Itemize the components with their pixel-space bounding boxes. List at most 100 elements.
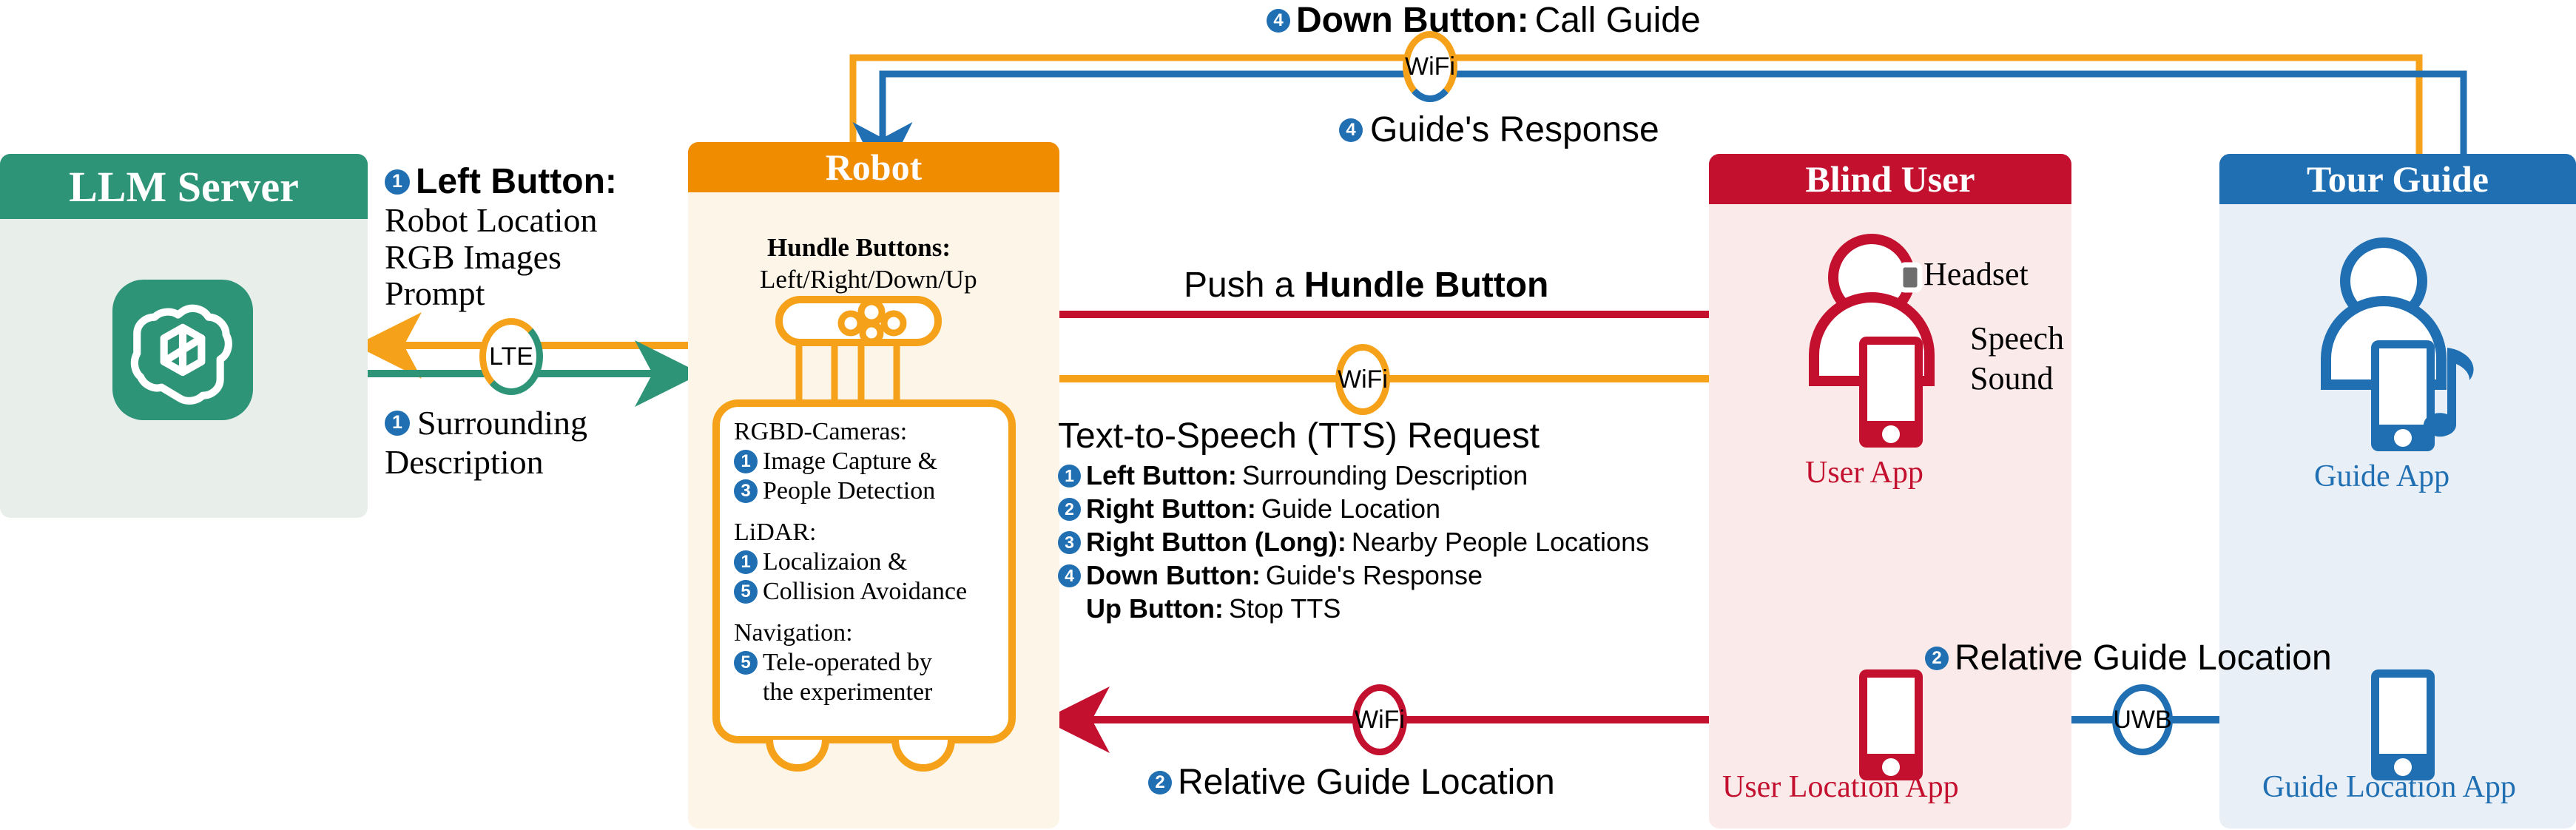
tts-item-3-rest: Guide's Response [1265,560,1483,590]
badge: 2 [1925,646,1949,670]
call-guide-label: 4 Down Button: Call Guide [1267,0,1701,41]
badge: 5 [734,651,758,675]
speech-sound-label-line2: Sound [1970,360,2054,397]
openai-logo [112,280,253,420]
surrounding-description-line-0: Surrounding [417,404,587,442]
robot-module-navigation-item-1: the experimenter [763,678,933,706]
tts-item-4-bold: Up Button: [1086,593,1224,624]
tts-item-3-bold: Down Button: [1086,560,1261,590]
tts-item-1-rest: Guide Location [1261,493,1441,524]
badge: 1 [734,550,758,574]
robot-module-navigation: Navigation: 5 Tele-operated by the exper… [734,619,1009,706]
badge: 4 [1339,118,1363,142]
wifi-tts-label: WiFi [1338,365,1388,394]
panel-robot-header: Robot [688,142,1059,192]
badge: 4 [1058,564,1081,587]
badge: 4 [1267,8,1290,33]
lte-link-chip: LTE [479,318,543,395]
speech-sound-label-line1: Speech [1970,320,2065,357]
badge: 5 [734,580,758,604]
wifi-tts-chip: WiFi [1335,344,1390,415]
surrounding-description-block: 1 Surrounding Description [385,403,587,482]
user-app-phone-icon [1859,337,1923,448]
panel-tour-guide-title: Tour Guide [2307,158,2489,200]
call-guide-bold: Down Button: [1296,1,1529,40]
panel-llm-server-body [0,219,368,518]
guide-location-app-label: Guide Location App [2262,770,2516,804]
badge: 2 [1058,497,1081,521]
wifi-top-chip: WiFi [1403,31,1457,102]
push-hundle-button-label: Push a Hundle Button [1184,265,1548,306]
guide-response-label: 4 Guide's Response [1339,109,1659,150]
robot-module-navigation-item-0: Tele-operated by [763,649,932,676]
robot-module-rgbd-item-1: People Detection [763,477,936,505]
robot-module-rgbd: RGBD-Cameras: 1 Image Capture & 3 People… [734,418,1009,505]
left-button-title: Left Button: [416,162,617,201]
tts-item-2-rest: Nearby People Locations [1351,527,1650,557]
surrounding-description-line-1: Description [385,443,544,481]
panel-blind-user-header: Blind User [1709,154,2071,204]
user-location-app-phone-icon [1859,669,1923,780]
robot-module-lidar-item-0: Localizaion & [763,548,908,576]
uwb-chip: UWB [2112,684,2173,755]
left-button-line-0: Robot Location [385,201,598,239]
relative-guide-location-uwb-label: 2 Relative Guide Location [1925,638,2332,678]
panel-robot-title: Robot [825,146,923,188]
badge: 3 [734,479,758,503]
robot-module-rgbd-heading: RGBD-Cameras: [734,418,908,445]
robot-module-rgbd-item-0: Image Capture & [763,448,938,475]
panel-llm-server: LLM Server [0,154,368,518]
headset-icon [1898,262,1923,293]
tts-item-4-rest: Stop TTS [1228,593,1341,624]
left-button-line-1: RGB Images [385,237,562,276]
badge: 1 [385,410,410,436]
tts-item-0-rest: Surrounding Description [1241,460,1528,490]
robot-module-lidar-item-1: Collision Avoidance [763,578,968,605]
wifi-bottom-label: WiFi [1355,705,1405,734]
tts-item-2-bold: Right Button (Long): [1086,527,1346,557]
badge: 2 [1148,770,1172,794]
badge: 1 [385,169,410,195]
push-prefix: Push a [1184,266,1304,305]
headset-label: Headset [1923,256,2029,292]
panel-llm-server-header: LLM Server [0,154,368,219]
badge: 1 [734,450,758,473]
relative-guide-location-wifi-label: 2 Relative Guide Location [1148,762,1555,803]
guide-app-phone-icon [2371,340,2435,451]
tts-item-1-bold: Right Button: [1086,493,1256,524]
wifi-top-label: WiFi [1405,52,1455,81]
call-guide-rest: Call Guide [1534,1,1701,40]
user-location-app-label: User Location App [1722,770,1959,804]
tts-item-0-bold: Left Button: [1086,460,1237,490]
lte-link-label: LTE [489,342,533,371]
uwb-label: UWB [2113,705,2172,734]
badge: 3 [1058,530,1081,554]
hundle-buttons-subtitle: Left/Right/Down/Up [760,265,977,294]
tts-request-block: Text-to-Speech (TTS) Request 1 Left Butt… [1058,416,1649,624]
relative-guide-location-wifi-text: Relative Guide Location [1178,763,1555,802]
push-bold: Hundle Button [1304,266,1549,305]
guide-response-text: Guide's Response [1370,110,1659,149]
user-app-label: User App [1805,456,1923,490]
panel-llm-server-title: LLM Server [69,162,299,211]
guide-app-label: Guide App [2314,459,2450,493]
panel-blind-user-title: Blind User [1805,158,1975,200]
robot-module-navigation-heading: Navigation: [734,619,853,647]
tts-request-title: Text-to-Speech (TTS) Request [1058,416,1540,456]
left-button-request-block: 1 Left Button: Robot Location RGB Images… [385,161,617,312]
tour-guide-person-icon [2321,237,2447,390]
badge: 1 [1058,464,1081,487]
music-note-icon [2424,348,2474,437]
robot-module-lidar: LiDAR: 1 Localizaion & 5 Collision Avoid… [734,519,1009,606]
wifi-bottom-chip: WiFi [1352,684,1407,755]
hundle-buttons-title: Hundle Buttons: [767,233,951,262]
relative-guide-location-uwb-text: Relative Guide Location [1955,638,2332,678]
panel-tour-guide-header: Tour Guide [2219,154,2576,204]
robot-module-lidar-heading: LiDAR: [734,519,817,546]
blind-user-person-icon [1809,234,1935,386]
guide-location-app-phone-icon [2371,669,2435,780]
left-button-line-2: Prompt [385,274,485,313]
